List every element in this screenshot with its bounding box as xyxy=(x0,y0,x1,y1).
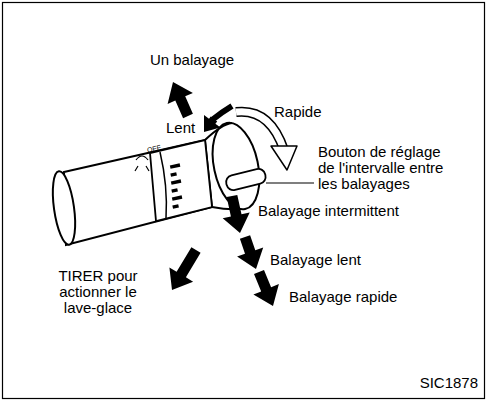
ring-mark xyxy=(170,172,177,177)
intermittent-ring xyxy=(150,140,212,221)
mode-label: Balayage rapide xyxy=(289,289,439,305)
motion-arrows xyxy=(168,82,279,306)
slow-sweep-arrow xyxy=(237,235,263,269)
ring-mark xyxy=(171,188,178,193)
ring-marks xyxy=(170,163,183,209)
stalk-body xyxy=(64,140,212,245)
ring-mark xyxy=(170,163,181,169)
mode-label: Balayage lent xyxy=(270,252,400,268)
leader-line xyxy=(266,182,314,183)
rapid-arrow-head xyxy=(271,146,297,170)
stalk-end xyxy=(49,170,79,246)
frame xyxy=(3,3,485,399)
one-sweep-arrow xyxy=(168,82,193,118)
ring-mark xyxy=(171,179,182,185)
slow-arrow-shaft xyxy=(212,106,232,120)
sweep-label: Un balayage xyxy=(132,52,252,68)
fast-sweep-arrow xyxy=(253,270,279,306)
slow-arrow-head xyxy=(204,115,220,132)
pull-washer-arrow xyxy=(169,247,200,290)
button-label: Bouton de réglage de l'intervalle entre … xyxy=(318,144,456,192)
mode-label: Balayage intermittent xyxy=(258,203,428,219)
speed-label: Lent xyxy=(166,120,206,136)
intermittent-arrow xyxy=(223,195,250,233)
ring-mark xyxy=(172,195,183,201)
interval-button xyxy=(225,167,267,191)
ring-edge xyxy=(160,152,166,218)
figure-code: SIC1878 xyxy=(398,374,478,391)
speed-label: Rapide xyxy=(274,104,344,120)
ring-mark xyxy=(172,204,179,209)
washer-label: TIRER pour actionner le lave-glace xyxy=(42,268,154,316)
washer-symbol xyxy=(135,156,149,171)
